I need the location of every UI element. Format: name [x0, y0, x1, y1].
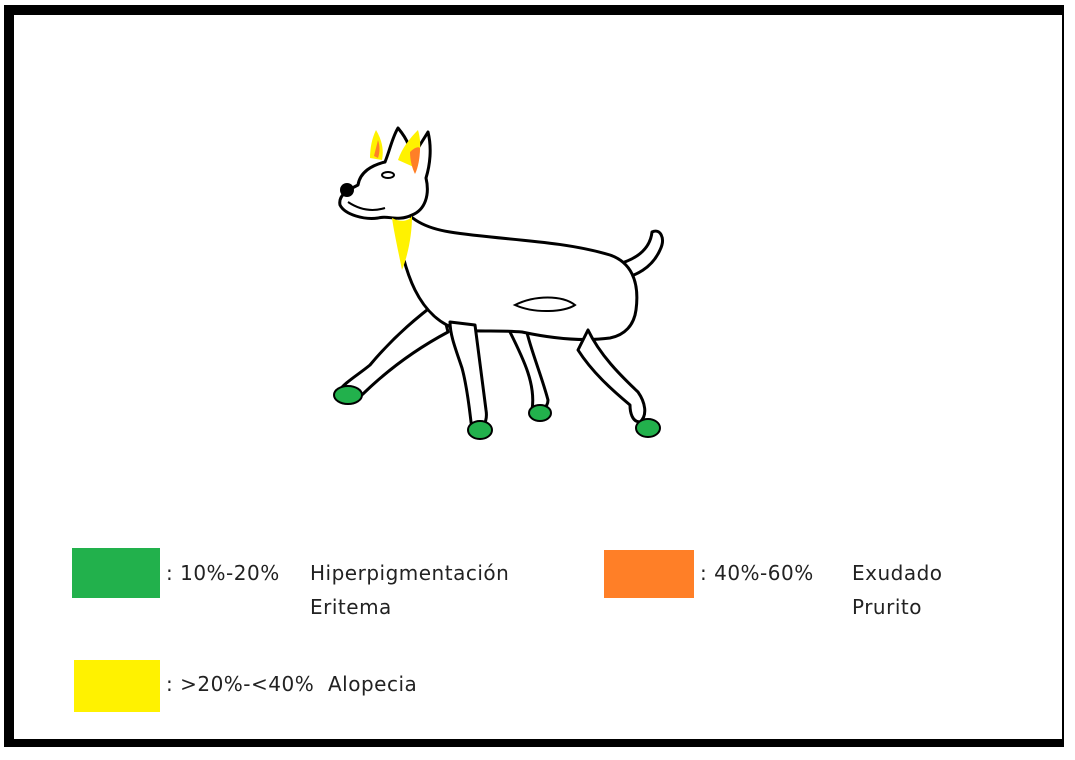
dog-near-front-leg: [450, 322, 486, 430]
legend-sign-alopecia: Alopecia: [328, 667, 417, 701]
legend-range-orange: : 40%-60%: [700, 556, 814, 590]
paw-lesion-front-near: [468, 421, 492, 439]
dog-near-hind-leg: [578, 330, 645, 422]
paw-lesion-hind-far: [529, 405, 551, 421]
legend-swatch-yellow: [74, 660, 160, 712]
paw-lesion-hind-near: [636, 419, 660, 437]
legend-range-green: : 10%-20%: [166, 556, 280, 590]
legend-sign-eritema: Eritema: [310, 590, 392, 624]
legend-sign-exudado: Exudado: [852, 556, 943, 590]
legend-range-yellow: : >20%-<40%: [166, 667, 314, 701]
dog-eye: [382, 172, 394, 178]
legend-swatch-orange: [604, 550, 694, 598]
legend-sign-prurito: Prurito: [852, 590, 922, 624]
legend-swatch-green: [72, 548, 160, 598]
dog-icon: [300, 110, 700, 460]
paw-lesion-front-far: [334, 386, 362, 404]
legend-sign-hiperpigmentacion: Hiperpigmentación: [310, 556, 509, 590]
dog-nose: [340, 183, 354, 197]
